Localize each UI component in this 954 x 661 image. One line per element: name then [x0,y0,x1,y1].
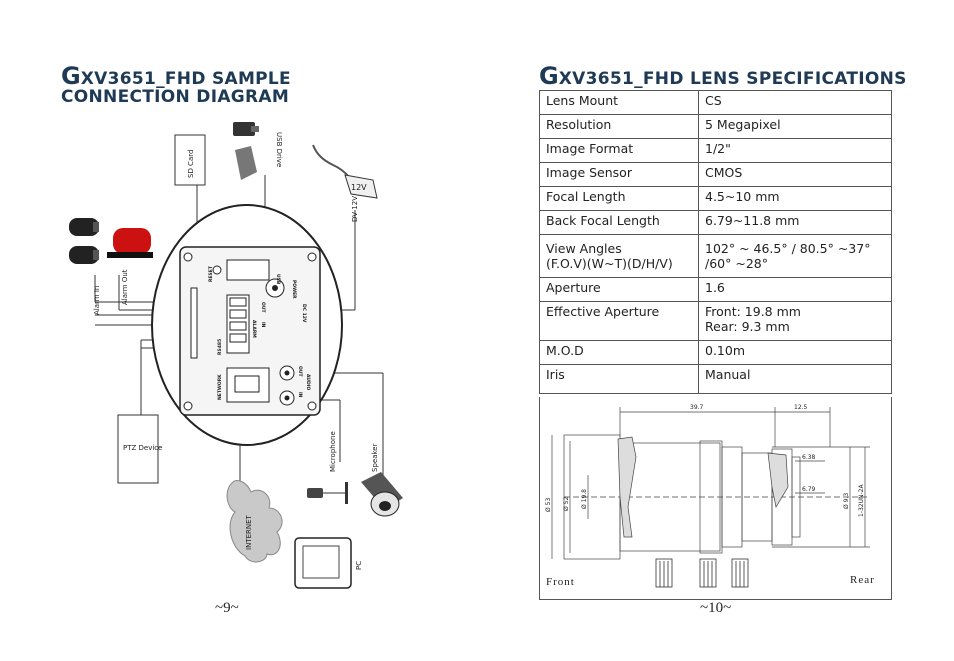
sd-card-label: SD Card [187,150,195,178]
internet-label: INTERNET [245,514,253,550]
microphone-label: Microphone [329,431,337,472]
alarm-in-sensor-icon [69,218,99,264]
lens-dimension-drawing: 39.7 12.5 6.38 6.79 Ø 53 Ø 52 Ø 19.8 Ø 9… [545,404,875,588]
lens-rear-label: Rear [850,574,875,586]
table-row: View Angles(F.O.V)(W~T)(D/H/V) 102° ~ 46… [539,234,892,278]
page-number-left: ~9~ [215,600,239,616]
sd-card-slot-box [174,134,206,186]
svg-text:USB: USB [275,274,281,285]
svg-text:Ø 19.8: Ø 19.8 [581,489,588,509]
lens-drawing-frame: 39.7 12.5 6.38 6.79 Ø 53 Ø 52 Ø 19.8 Ø 9… [539,397,892,600]
svg-text:IN: IN [260,322,266,328]
ptz-device-box [117,414,159,484]
ptz-device-label: PTZ Device [123,444,162,452]
svg-text:Ø 52: Ø 52 [563,497,570,511]
connection-diagram: SD Card USB Drive 12V DV 12V Alarm In Al… [69,122,403,589]
svg-text:POWER: POWER [291,280,297,299]
dc12v-label: DV 12V [351,196,359,222]
alarm-out-label: Alarm Out [121,269,129,305]
svg-text:12.5: 12.5 [794,404,808,411]
alarm-out-siren-icon [107,228,153,258]
svg-text:ALARM: ALARM [251,320,257,338]
svg-text:6.79: 6.79 [802,486,816,493]
svg-text:NETWORK: NETWORK [217,374,223,400]
svg-text:RS485: RS485 [217,339,223,355]
page-title-connection-diagram: GXV3651_FHD SAMPLE CONNECTION DIAGRAM [61,62,291,108]
alarm-in-label: Alarm In [93,286,101,315]
pc-monitor-icon [294,537,352,589]
power-adapter-icon: 12V [312,144,378,199]
speaker-label: Speaker [371,443,379,472]
usb-drive-icon [233,122,259,180]
internet-cloud-icon [226,479,283,563]
svg-text:DC 12V: DC 12V [301,304,307,323]
pc-label: PC [355,561,363,570]
svg-text:6.38: 6.38 [802,454,816,461]
usb-drive-label: USB Drive [275,132,283,167]
svg-text:AUDIO: AUDIO [305,374,311,390]
speaker-icon [361,472,403,517]
svg-text:OUT: OUT [297,366,303,377]
svg-text:RESET: RESET [208,265,214,282]
board-usb-port [226,259,270,281]
svg-text:IN: IN [297,392,303,398]
microphone-icon [307,482,348,504]
page-title-lens-specifications: GXV3651_FHD LENS SPECIFICATIONS [539,62,907,90]
svg-text:OUT: OUT [260,302,266,313]
lens-front-label: Front [546,576,575,588]
svg-text:1-32UN-2A: 1-32UN-2A [858,484,865,517]
svg-text:Ø 53: Ø 53 [545,498,552,512]
svg-text:Ø 9.3: Ø 9.3 [843,493,850,509]
page-number-right: ~10~ [700,600,732,616]
svg-text:39.7: 39.7 [690,404,704,411]
svg-text:12V: 12V [351,183,367,192]
